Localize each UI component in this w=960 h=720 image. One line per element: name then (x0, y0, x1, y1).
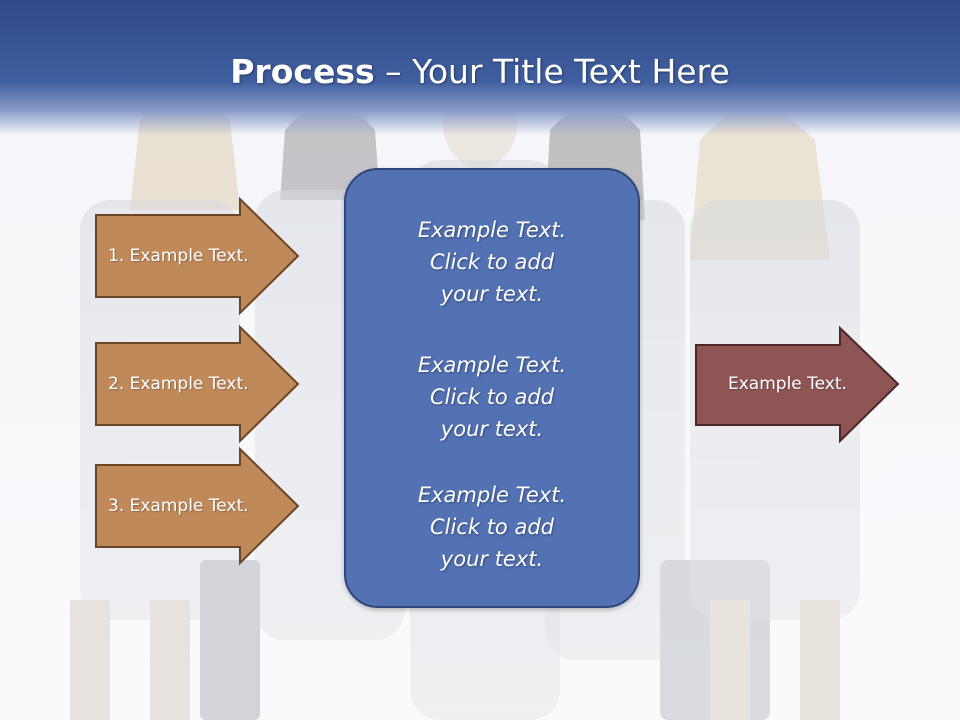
center-line: Click to add (429, 385, 554, 409)
step-arrow-2[interactable]: 2. Example Text. (95, 324, 300, 444)
center-line: your text. (440, 547, 544, 571)
center-text-block-1: Example Text. Click to add your text. (346, 214, 638, 310)
center-text-block-2: Example Text. Click to add your text. (346, 349, 638, 445)
center-line: your text. (440, 417, 544, 441)
step-arrow-shape (95, 446, 300, 566)
header-band (0, 0, 960, 135)
center-text-block-3: Example Text. Click to add your text. (346, 479, 638, 575)
slide-title: Process – Your Title Text Here (0, 52, 960, 91)
result-arrow[interactable]: Example Text. (695, 325, 900, 444)
center-content-box[interactable]: Example Text. Click to add your text. Ex… (344, 168, 640, 608)
step-label-3: 3. Example Text. (108, 496, 249, 516)
step-label-1: 1. Example Text. (108, 246, 249, 266)
title-rest: – Your Title Text Here (374, 52, 730, 91)
step-arrow-shape (95, 324, 300, 444)
result-label: Example Text. (728, 374, 847, 394)
center-line: Example Text. (417, 353, 567, 377)
step-arrow-1[interactable]: 1. Example Text. (95, 196, 300, 316)
center-line: Click to add (429, 250, 554, 274)
center-line: your text. (440, 282, 544, 306)
center-line: Click to add (429, 515, 554, 539)
step-arrow-shape (95, 196, 300, 316)
title-bold: Process (230, 52, 375, 91)
step-label-2: 2. Example Text. (108, 374, 249, 394)
center-line: Example Text. (417, 483, 567, 507)
result-arrow-shape (695, 325, 900, 444)
center-line: Example Text. (417, 218, 567, 242)
step-arrow-3[interactable]: 3. Example Text. (95, 446, 300, 566)
